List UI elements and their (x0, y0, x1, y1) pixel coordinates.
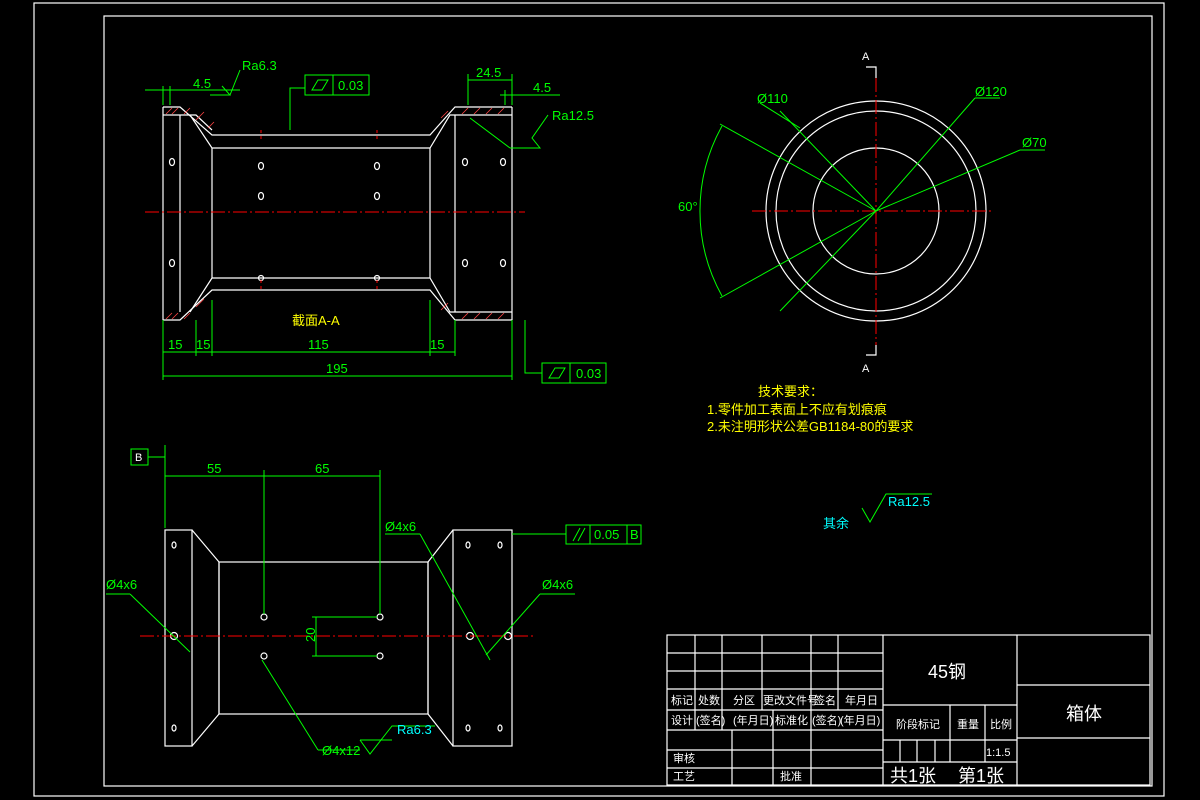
section-dimensions: 4.5 Ra6.3 24.5 4.5 Ra12.5 0.03 15 15 115… (145, 58, 607, 384)
front-view (140, 529, 535, 747)
tb-r-qianming: (签名) (696, 713, 725, 727)
title-block: 标记 处数 分区 更改文件号 签名 年月日 设计 (签名) (年月日) 标准化 … (666, 634, 1151, 786)
section-marker-top: A (862, 51, 870, 63)
hole-left: Ø4x6 (106, 577, 137, 592)
tb-r-qianming2: (签名) (812, 713, 841, 727)
tb-r-biaozhunhua: 标准化 (775, 713, 808, 727)
dim-15-c: 15 (430, 337, 444, 352)
tb-sheet-num: 第1张 (958, 766, 1004, 786)
tolerance-cyl-bottom: 0.03 (576, 366, 601, 381)
tb-scale-value: 1:1.5 (986, 747, 1010, 759)
dim-15-b: 15 (196, 337, 210, 352)
hole-bottom: Ø4x12 (322, 743, 360, 758)
tb-h-chushu: 处数 (698, 694, 720, 707)
tb-weight: 重量 (957, 717, 979, 731)
tb-scale-label: 比例 (990, 717, 1012, 731)
dim-24-5: 24.5 (476, 65, 501, 80)
tb-sheets-total: 共1张 (890, 766, 936, 786)
tb-r-nianyueri: (年月日) (733, 713, 773, 727)
tb-r-shenhe: 审核 (673, 751, 695, 765)
dim-195: 195 (326, 361, 348, 376)
section-marker-bottom: A (862, 363, 870, 375)
tolerance-datum-ref: B (630, 527, 639, 542)
tb-h-gengai: 更改文件号 (763, 693, 818, 707)
technical-requirements: 技术要求： 1.零件加工表面上不应有划痕痕 2.未注明形状公差GB1184-80… (707, 384, 913, 434)
inner-border (103, 15, 1153, 787)
front-view-dimensions: B 55 65 20 Ø4x6 Ø4x6 Ø4x6 Ø4x12 Ra6.3 (106, 445, 642, 758)
roughness-top-left: Ra6.3 (242, 58, 277, 73)
tech-req-title: 技术要求： (758, 384, 823, 399)
section-view (145, 106, 525, 321)
roughness-bottom: Ra6.3 (397, 722, 432, 737)
other-label: 其余 (823, 516, 849, 531)
tb-material: 45钢 (928, 662, 966, 682)
tb-h-biaoji: 标记 (671, 693, 693, 707)
tb-stage-mark: 阶段标记 (896, 717, 940, 731)
tolerance-parallel: 0.05 (594, 527, 619, 542)
tech-req-line2: 2.未注明形状公差GB1184-80的要求 (707, 419, 913, 434)
dim-4-5-right: 4.5 (533, 80, 551, 95)
dim-20: 20 (303, 628, 318, 642)
dim-4-5-left: 4.5 (193, 76, 211, 91)
tb-r-pizhun: 批准 (780, 769, 802, 783)
hole-mid: Ø4x6 (385, 519, 416, 534)
tb-part-name: 箱体 (1066, 704, 1102, 724)
tb-r-nianyueri2: (年月日) (840, 713, 880, 727)
tech-req-line1: 1.零件加工表面上不应有划痕痕 (707, 402, 887, 417)
circular-view: A A Ø110 Ø120 Ø70 60° (678, 51, 1047, 375)
dia-110: Ø110 (757, 91, 788, 106)
tb-h-fenqu: 分区 (733, 694, 755, 707)
outer-border (33, 2, 1165, 797)
dim-115: 115 (308, 337, 329, 352)
dia-120: Ø120 (975, 84, 1007, 99)
roughness-other: Ra12.5 (888, 494, 930, 509)
dim-15-a: 15 (168, 337, 182, 352)
dim-55: 55 (207, 461, 221, 476)
tolerance-cyl-top: 0.03 (338, 78, 363, 93)
tb-r-gongyi: 工艺 (673, 770, 695, 783)
roughness-top-right: Ra12.5 (552, 108, 594, 123)
tb-h-qianming: 签名 (814, 693, 836, 707)
tb-h-nianyueri: 年月日 (845, 693, 878, 707)
datum-b: B (135, 452, 142, 464)
hole-right: Ø4x6 (542, 577, 573, 592)
section-label: 截面A-A (292, 313, 340, 328)
dia-70: Ø70 (1022, 135, 1047, 150)
tb-r-sheji: 设计 (671, 714, 693, 727)
angle-60: 60° (678, 199, 698, 214)
other-roughness: 其余 Ra12.5 (823, 493, 932, 531)
dim-65: 65 (315, 461, 329, 476)
